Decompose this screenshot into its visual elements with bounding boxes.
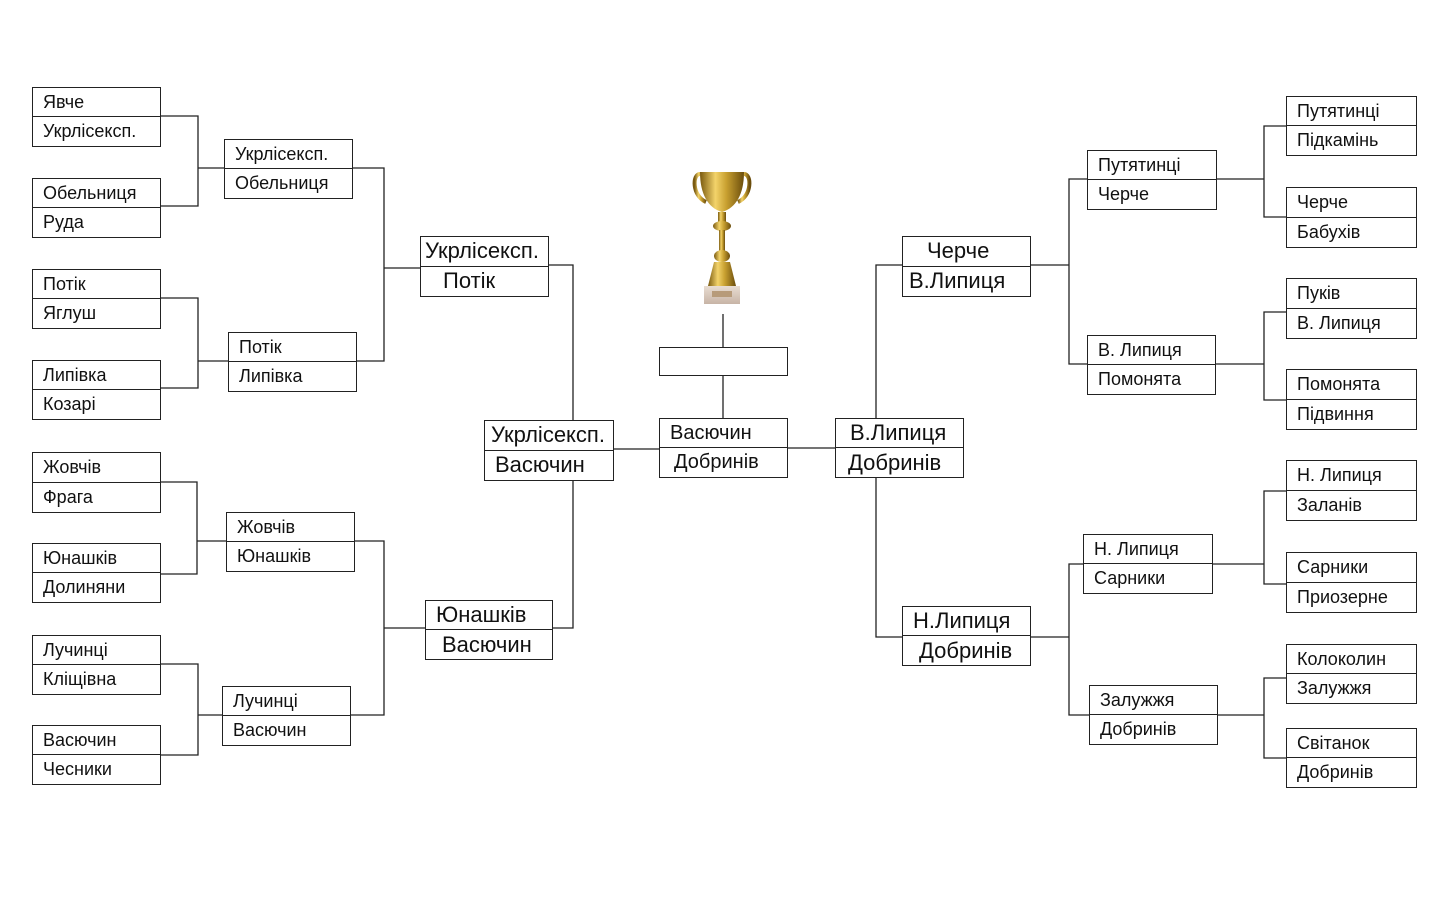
team: Підвиння [1297, 403, 1374, 424]
team: Заланів [1297, 494, 1362, 515]
right-r3-match-2: Н.Липиця Добринів [902, 606, 1031, 666]
team: Долиняни [43, 577, 126, 597]
left-r1-match-4: Липівка Козарі [32, 360, 161, 420]
team: Жовчів [33, 453, 160, 483]
team: Обельниця [235, 173, 329, 193]
team: Черче [903, 237, 1030, 267]
team: Васючин [442, 631, 532, 657]
team: Лучинці [223, 687, 350, 716]
right-r2-match-3: Н. Липиця Сарники [1083, 534, 1213, 594]
left-r3-match-1: Укрлісексп. Потік [420, 236, 549, 297]
left-r2-match-3: Жовчів Юнашків [226, 512, 355, 572]
team: Добринів [919, 637, 1013, 663]
team: Н. Липиця [1287, 461, 1416, 491]
left-r1-match-6: Юнашків Долиняни [32, 543, 161, 603]
team: Юнашків [33, 544, 160, 573]
left-r3-match-2: Юнашків Васючин [425, 600, 553, 660]
team: Помонята [1098, 369, 1182, 389]
team: Світанок [1287, 729, 1416, 758]
team: Укрлісексп. [225, 140, 352, 169]
team: Помонята [1287, 370, 1416, 400]
team: Н.Липиця [903, 607, 1030, 636]
team: Колоколин [1287, 645, 1416, 674]
team: Приозерне [1297, 586, 1388, 607]
final-team-bottom: Добринів [674, 451, 759, 473]
team: Сарники [1287, 553, 1416, 583]
final-team-top: Васючин [660, 419, 787, 448]
team: Явче [33, 88, 160, 117]
team: Лучинці [33, 636, 160, 665]
right-semi-match: В.Липиця Добринів [835, 418, 964, 478]
team: Потік [443, 268, 496, 294]
team: Обельниця [33, 179, 160, 208]
team: Сарники [1094, 568, 1166, 588]
left-r1-match-2: Обельниця Руда [32, 178, 161, 238]
team: Потік [33, 270, 160, 299]
right-r1-match-7: Колоколин Залужжя [1286, 644, 1417, 704]
team: Чесники [43, 759, 112, 779]
left-r2-match-2: Потік Липівка [228, 332, 357, 392]
right-r1-match-2: Черче Бабухів [1286, 187, 1417, 248]
team: В. Липиця [1088, 336, 1215, 365]
left-r1-match-8: Васючин Чесники [32, 725, 161, 785]
right-r1-match-1: Путятинці Підкамінь [1286, 96, 1417, 156]
left-semi-match: Укрлісексп. Васючин [484, 420, 614, 481]
right-r1-match-6: Сарники Приозерне [1286, 552, 1417, 613]
team: Черче [1287, 188, 1416, 218]
right-r1-match-4: Помонята Підвиння [1286, 369, 1417, 430]
team: Добринів [1100, 719, 1177, 739]
right-r2-match-1: Путятинці Черче [1087, 150, 1217, 210]
team: Укрлісексп. [485, 421, 613, 451]
team: Н. Липиця [1084, 535, 1212, 564]
team: Черче [1098, 184, 1150, 204]
right-r2-match-2: В. Липиця Помонята [1087, 335, 1216, 395]
right-r1-match-5: Н. Липиця Заланів [1286, 460, 1417, 521]
team: Укрлісексп. [43, 121, 137, 141]
team: Залужжя [1297, 678, 1372, 698]
team: В.Липиця [909, 268, 1006, 294]
team: Укрлісексп. [421, 237, 548, 267]
team: Руда [43, 212, 84, 232]
team: Бабухів [1297, 221, 1361, 242]
champion-box [659, 347, 788, 376]
team: Підкамінь [1297, 130, 1379, 150]
team: Васючин [33, 726, 160, 755]
team: Путятинці [1088, 151, 1216, 180]
team: Путятинці [1287, 97, 1416, 126]
team: Яглуш [43, 303, 97, 323]
team: Фрага [43, 486, 93, 507]
left-r2-match-4: Лучинці Васючин [222, 686, 351, 746]
left-r1-match-7: Лучинці Кліщівна [32, 635, 161, 695]
team: Васючин [233, 720, 307, 740]
team: Кліщівна [43, 669, 117, 689]
final-match: Васючин Добринів [659, 418, 788, 478]
left-r2-match-1: Укрлісексп. Обельниця [224, 139, 353, 199]
team: Добринів [1297, 762, 1374, 782]
right-r2-match-4: Залужжя Добринів [1089, 685, 1218, 745]
left-r1-match-1: Явче Укрлісексп. [32, 87, 161, 147]
trophy-icon [692, 172, 752, 304]
right-r3-match-1: Черче В.Липиця [902, 236, 1031, 297]
left-r1-match-3: Потік Яглуш [32, 269, 161, 329]
team: Потік [229, 333, 356, 362]
team: Васючин [495, 452, 585, 478]
team: Козарі [43, 394, 96, 414]
team: В.Липиця [836, 419, 963, 448]
team: Юнашків [237, 546, 312, 566]
team: Пуків [1287, 279, 1416, 309]
left-r1-match-5: Жовчів Фрага [32, 452, 161, 513]
right-r1-match-3: Пуків В. Липиця [1286, 278, 1417, 339]
team: Юнашків [426, 601, 552, 630]
team: Липівка [33, 361, 160, 390]
team: Добринів [848, 449, 942, 475]
right-r1-match-8: Світанок Добринів [1286, 728, 1417, 788]
team: В. Липиця [1297, 312, 1381, 333]
team: Залужжя [1090, 686, 1217, 715]
team: Жовчів [227, 513, 354, 542]
team: Липівка [239, 366, 303, 386]
